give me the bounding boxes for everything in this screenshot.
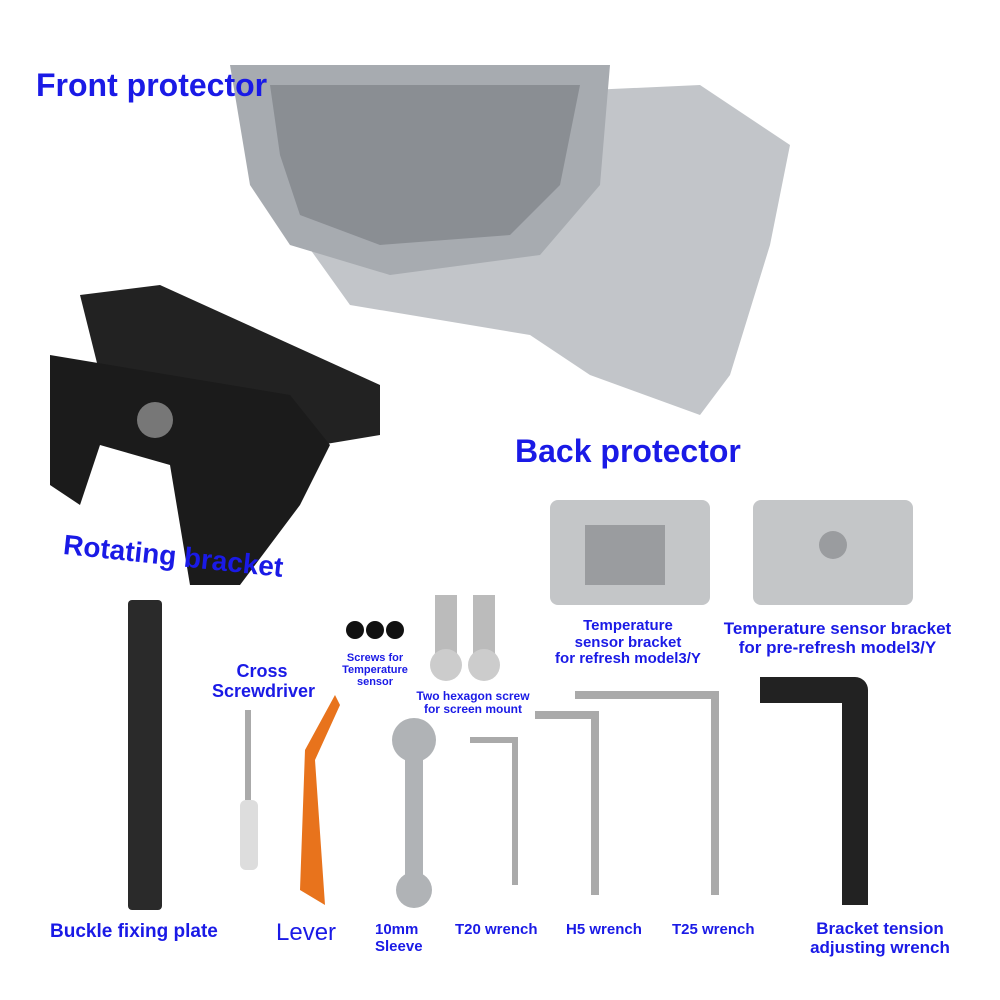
label-temp-bracket-prerefresh: Temperature sensor bracket for pre-refre… (705, 619, 970, 657)
label-front-protector: Front protector (36, 67, 268, 103)
temp-bracket-prerefresh-image (753, 500, 913, 605)
label-t20-wrench: T20 wrench (455, 921, 538, 938)
label-hexagon-screws: Two hexagon screw for screen mount (408, 689, 538, 717)
screws-image (346, 621, 404, 639)
label-temp-bracket-refresh: Temperature sensor bracket for refresh m… (538, 617, 718, 668)
label-screws-temp-sensor: Screws for Temperature sensor (335, 652, 415, 688)
label-line: adjusting wrench (810, 937, 950, 957)
label-line: Two hexagon screw (416, 689, 530, 703)
label-line: for refresh model3/Y (555, 650, 701, 667)
hexagon-screws-image (430, 595, 500, 681)
screwdriver-image (240, 710, 258, 870)
label-line: Screwdriver (212, 680, 316, 701)
t25-wrench-image (575, 691, 719, 895)
label-t25-wrench: T25 wrench (672, 921, 755, 938)
bracket-tension-wrench-image (760, 677, 868, 905)
label-line: Screws for (346, 652, 404, 664)
label-line: Temperature (342, 664, 408, 677)
label-line: Temperature (583, 617, 673, 634)
label-back-protector: Back protector (515, 433, 741, 469)
buckle-fixing-plate-image (128, 600, 162, 910)
label-line: sensor (356, 676, 394, 689)
label-h5-wrench: H5 wrench (566, 921, 642, 938)
front-back-protector-image (230, 65, 790, 415)
lever-image (300, 695, 340, 905)
label-buckle-fixing-plate: Buckle fixing plate (50, 921, 218, 942)
h5-wrench-image (535, 711, 599, 895)
label-sleeve: 10mm Sleeve (375, 921, 423, 955)
label-bracket-tension-wrench: Bracket tension adjusting wrench (800, 919, 960, 957)
label-line: Bracket tension (816, 919, 944, 938)
label-lever: Lever (276, 919, 337, 946)
label-line: Cross (236, 661, 288, 681)
sleeve-wrench-image (392, 718, 436, 908)
label-cross-screwdriver: Cross Screwdriver (212, 661, 316, 702)
rotating-bracket-image (50, 285, 380, 585)
label-line: Temperature sensor bracket (723, 619, 952, 638)
label-line: sensor bracket (574, 633, 682, 651)
label-line: Sleeve (375, 937, 423, 955)
t20-wrench-image (470, 737, 518, 885)
temp-bracket-refresh-image (550, 500, 710, 605)
label-line: for screen mount (423, 702, 522, 717)
label-line: 10mm (375, 921, 419, 938)
label-line: for pre-refresh model3/Y (738, 637, 937, 657)
